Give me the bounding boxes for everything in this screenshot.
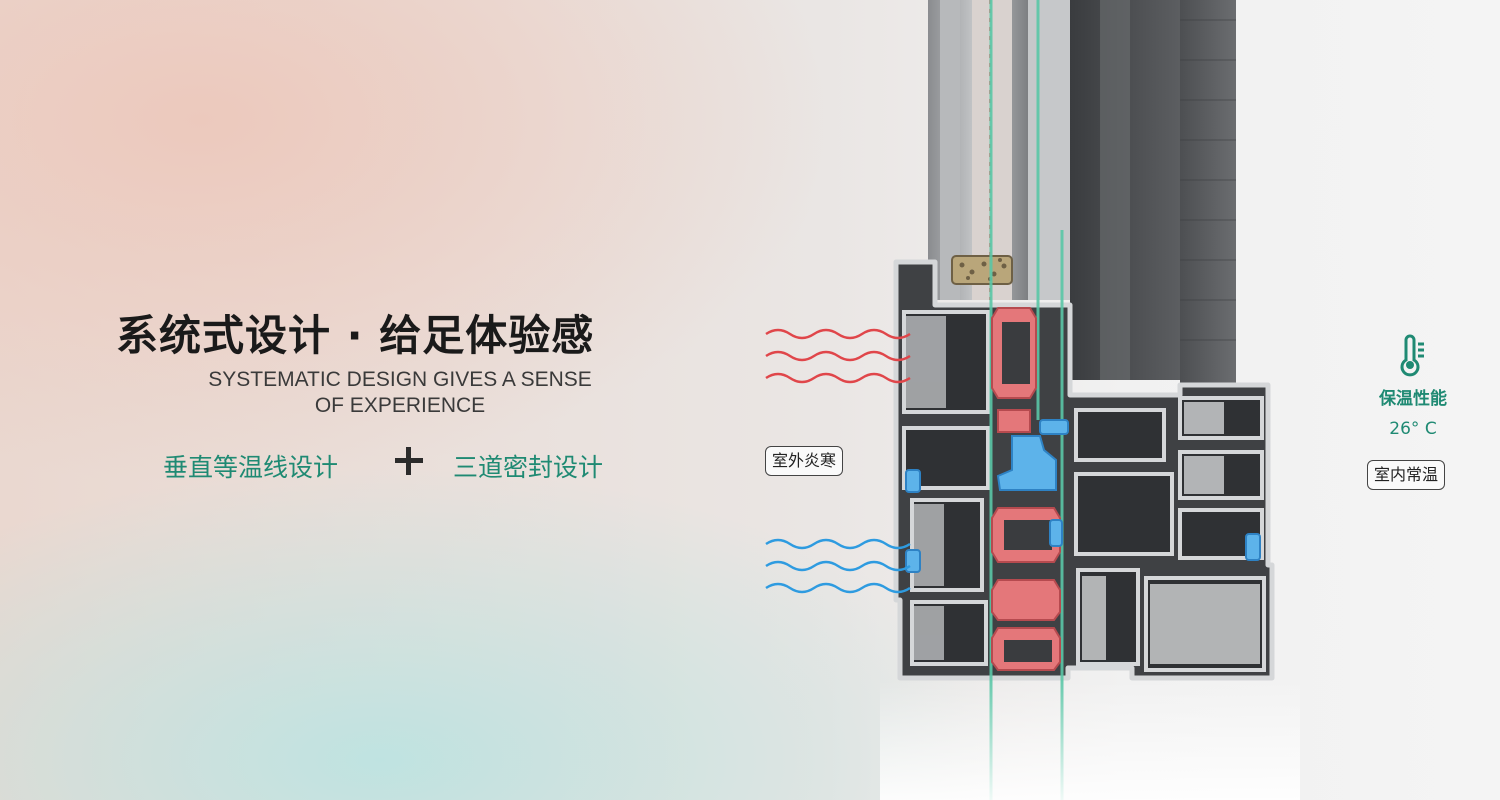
heat-wave-icon: [765, 328, 911, 384]
subtitle: SYSTEMATIC DESIGN GIVES A SENSE OF EXPER…: [180, 367, 620, 419]
performance-temp: 26° C: [1389, 419, 1437, 439]
outside-label: 室外炎寒: [765, 446, 844, 476]
feature-triple-seal: 三道密封设计: [453, 453, 604, 482]
thermometer-icon: [1400, 334, 1424, 377]
plus-icon: [392, 444, 426, 478]
subtitle-line-2: OF EXPERIENCE: [314, 394, 486, 417]
headline: 系统式设计 · 给足体验感: [116, 311, 595, 360]
subtitle-line-1: SYSTEMATIC DESIGN GIVES A SENSE: [208, 368, 592, 391]
inside-label: 室内常温: [1367, 460, 1446, 490]
performance-info: 保温性能 26° C: [1368, 384, 1458, 444]
feature-isotherm: 垂直等温线设计: [163, 453, 339, 482]
cold-wave-icon: [765, 538, 911, 594]
performance-title: 保温性能: [1379, 389, 1447, 409]
